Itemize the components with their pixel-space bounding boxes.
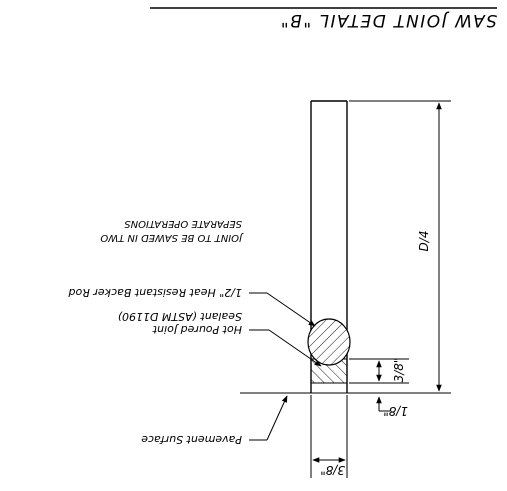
backer-rod-label: 1/2" Heat Resistant Backer Rod <box>68 286 242 299</box>
dim-fill-label: 3/8" <box>392 358 406 383</box>
backer-rod-leader-diag <box>266 292 316 327</box>
dim-depth-label: D/4 <box>417 231 431 252</box>
backer-rod-hatch <box>308 319 350 365</box>
dim-width-label: 3/8" <box>320 463 345 477</box>
surface-leader-diag <box>266 395 288 441</box>
sealant-label-line2: Sealant (ASTM D1190) <box>118 310 242 323</box>
mirrored-drawing-group: SAW JOINT DETAIL "B" D/4 3/8" 1/8" 3/8" <box>68 7 497 478</box>
sealant-leader-diag <box>268 329 322 367</box>
surface-label: Pavement Surface <box>141 433 242 446</box>
note-two-operations-line1: JOINT TO BE SAWED IN TWO <box>100 232 244 243</box>
detail-title: SAW JOINT DETAIL "B" <box>279 10 497 30</box>
sealant-label-line1: Hot Poured Joint <box>152 323 242 336</box>
note-two-operations-line2: SEPARATE OPERATIONS <box>124 218 242 229</box>
dim-recess-label: 1/8" <box>383 404 408 418</box>
